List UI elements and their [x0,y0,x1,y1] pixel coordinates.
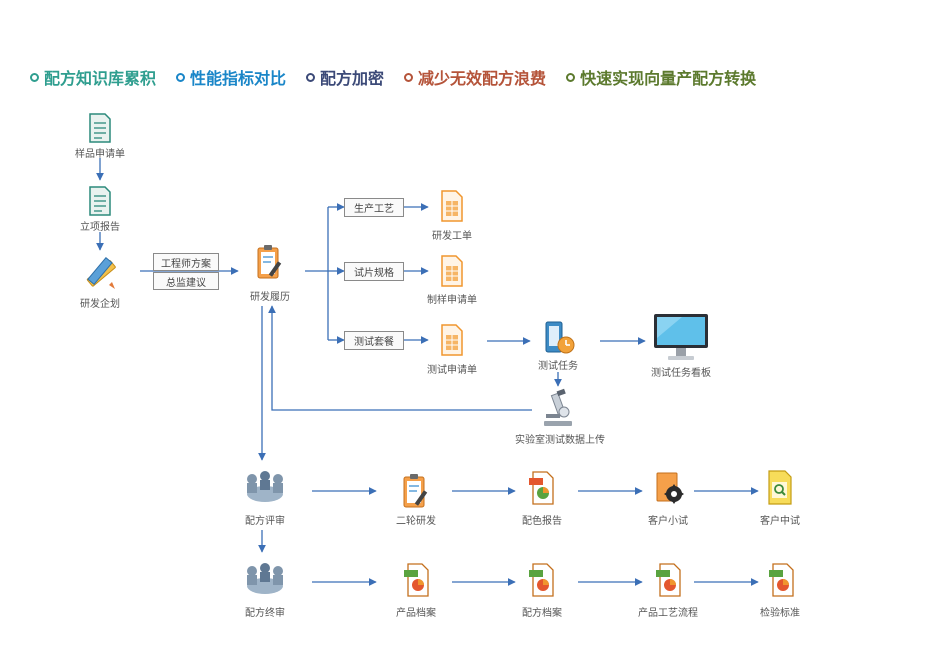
report-pie-icon [404,563,429,597]
process-flow-label: 产品工艺流程 [638,608,698,619]
report-pie-icon [529,471,554,505]
formula-archive-label: 配方档案 [522,608,562,619]
headline-item-2: 性能指标对比 [176,65,286,89]
ring-icon [404,72,414,82]
headline-text: 快速实现向量产配方转换 [580,69,757,88]
inspection-standard-label: 检验标准 [760,608,800,619]
project-report-label: 立项报告 [80,222,120,233]
microscope-icon [544,388,572,426]
ring-icon [566,72,576,82]
rd-history-label: 研发履历 [250,292,290,303]
document-gear-icon [656,472,684,504]
clipboard-pen-icon [257,245,282,279]
headline-item-3: 配方加密 [306,65,384,89]
headline-text: 配方知识库累积 [44,69,157,88]
test-request-icon [441,324,463,356]
rd-order-label: 研发工单 [432,231,472,242]
document-search-icon [768,470,792,505]
customer-mid-test-label: 客户中试 [760,516,800,527]
report-pie-icon [529,563,554,597]
test-task-board-label: 测试任务看板 [651,368,711,379]
sample-request-form-label: 制样申请单 [427,295,477,306]
headline-item-5: 快速实现向量产配方转换 [566,65,756,89]
product-archive-label: 产品档案 [396,608,436,619]
trial-spec-box[interactable]: 试片规格 [344,262,404,281]
sample-request-form-icon [441,255,463,287]
meeting-group-icon [247,471,283,502]
sample-request-label: 样品申请单 [75,149,125,160]
report-pie-icon [656,563,681,597]
ruler-pencil-icon [86,256,116,289]
headline-item-4: 减少无效配方浪费 [404,65,546,89]
second-rd-label: 二轮研发 [396,516,436,527]
rd-planning-label: 研发企划 [80,299,120,310]
formula-review-label: 配方评审 [245,516,285,527]
ring-icon [30,72,39,82]
meeting-group-icon [247,563,283,594]
test-task-clock-icon [545,321,575,354]
headline-text: 性能指标对比 [190,69,287,88]
color-report-label: 配色报告 [522,516,562,527]
clipboard-pen-icon [403,474,428,508]
test-request-label: 测试申请单 [427,365,477,376]
sample-request-icon [89,113,111,143]
director-advice-box[interactable]: 总监建议 [153,272,219,290]
customer-small-test-label: 客户小试 [648,516,688,527]
lab-upload-label: 实验室测试数据上传 [515,435,605,446]
project-report-icon [89,186,111,216]
headline-text: 配方加密 [320,69,385,88]
test-task-label: 测试任务 [538,361,578,372]
production-process-box[interactable]: 生产工艺 [344,198,404,217]
monitor-icon [654,314,708,360]
headline-item-1: 配方知识库累积 [30,65,156,89]
engineer-plan-box[interactable]: 工程师方案 [153,253,219,271]
headline-text: 减少无效配方浪费 [418,69,547,88]
test-package-box[interactable]: 测试套餐 [344,331,404,350]
ring-icon [306,72,316,82]
rd-order-icon [441,190,463,222]
headline-bar: 配方知识库累积 性能指标对比 配方加密 减少无效配方浪费 快速实现向量产配方转换 [30,64,910,90]
final-review-label: 配方终审 [245,608,285,619]
ring-icon [176,72,186,82]
arrow-lab-history [268,305,532,411]
report-pie-icon [769,563,794,597]
